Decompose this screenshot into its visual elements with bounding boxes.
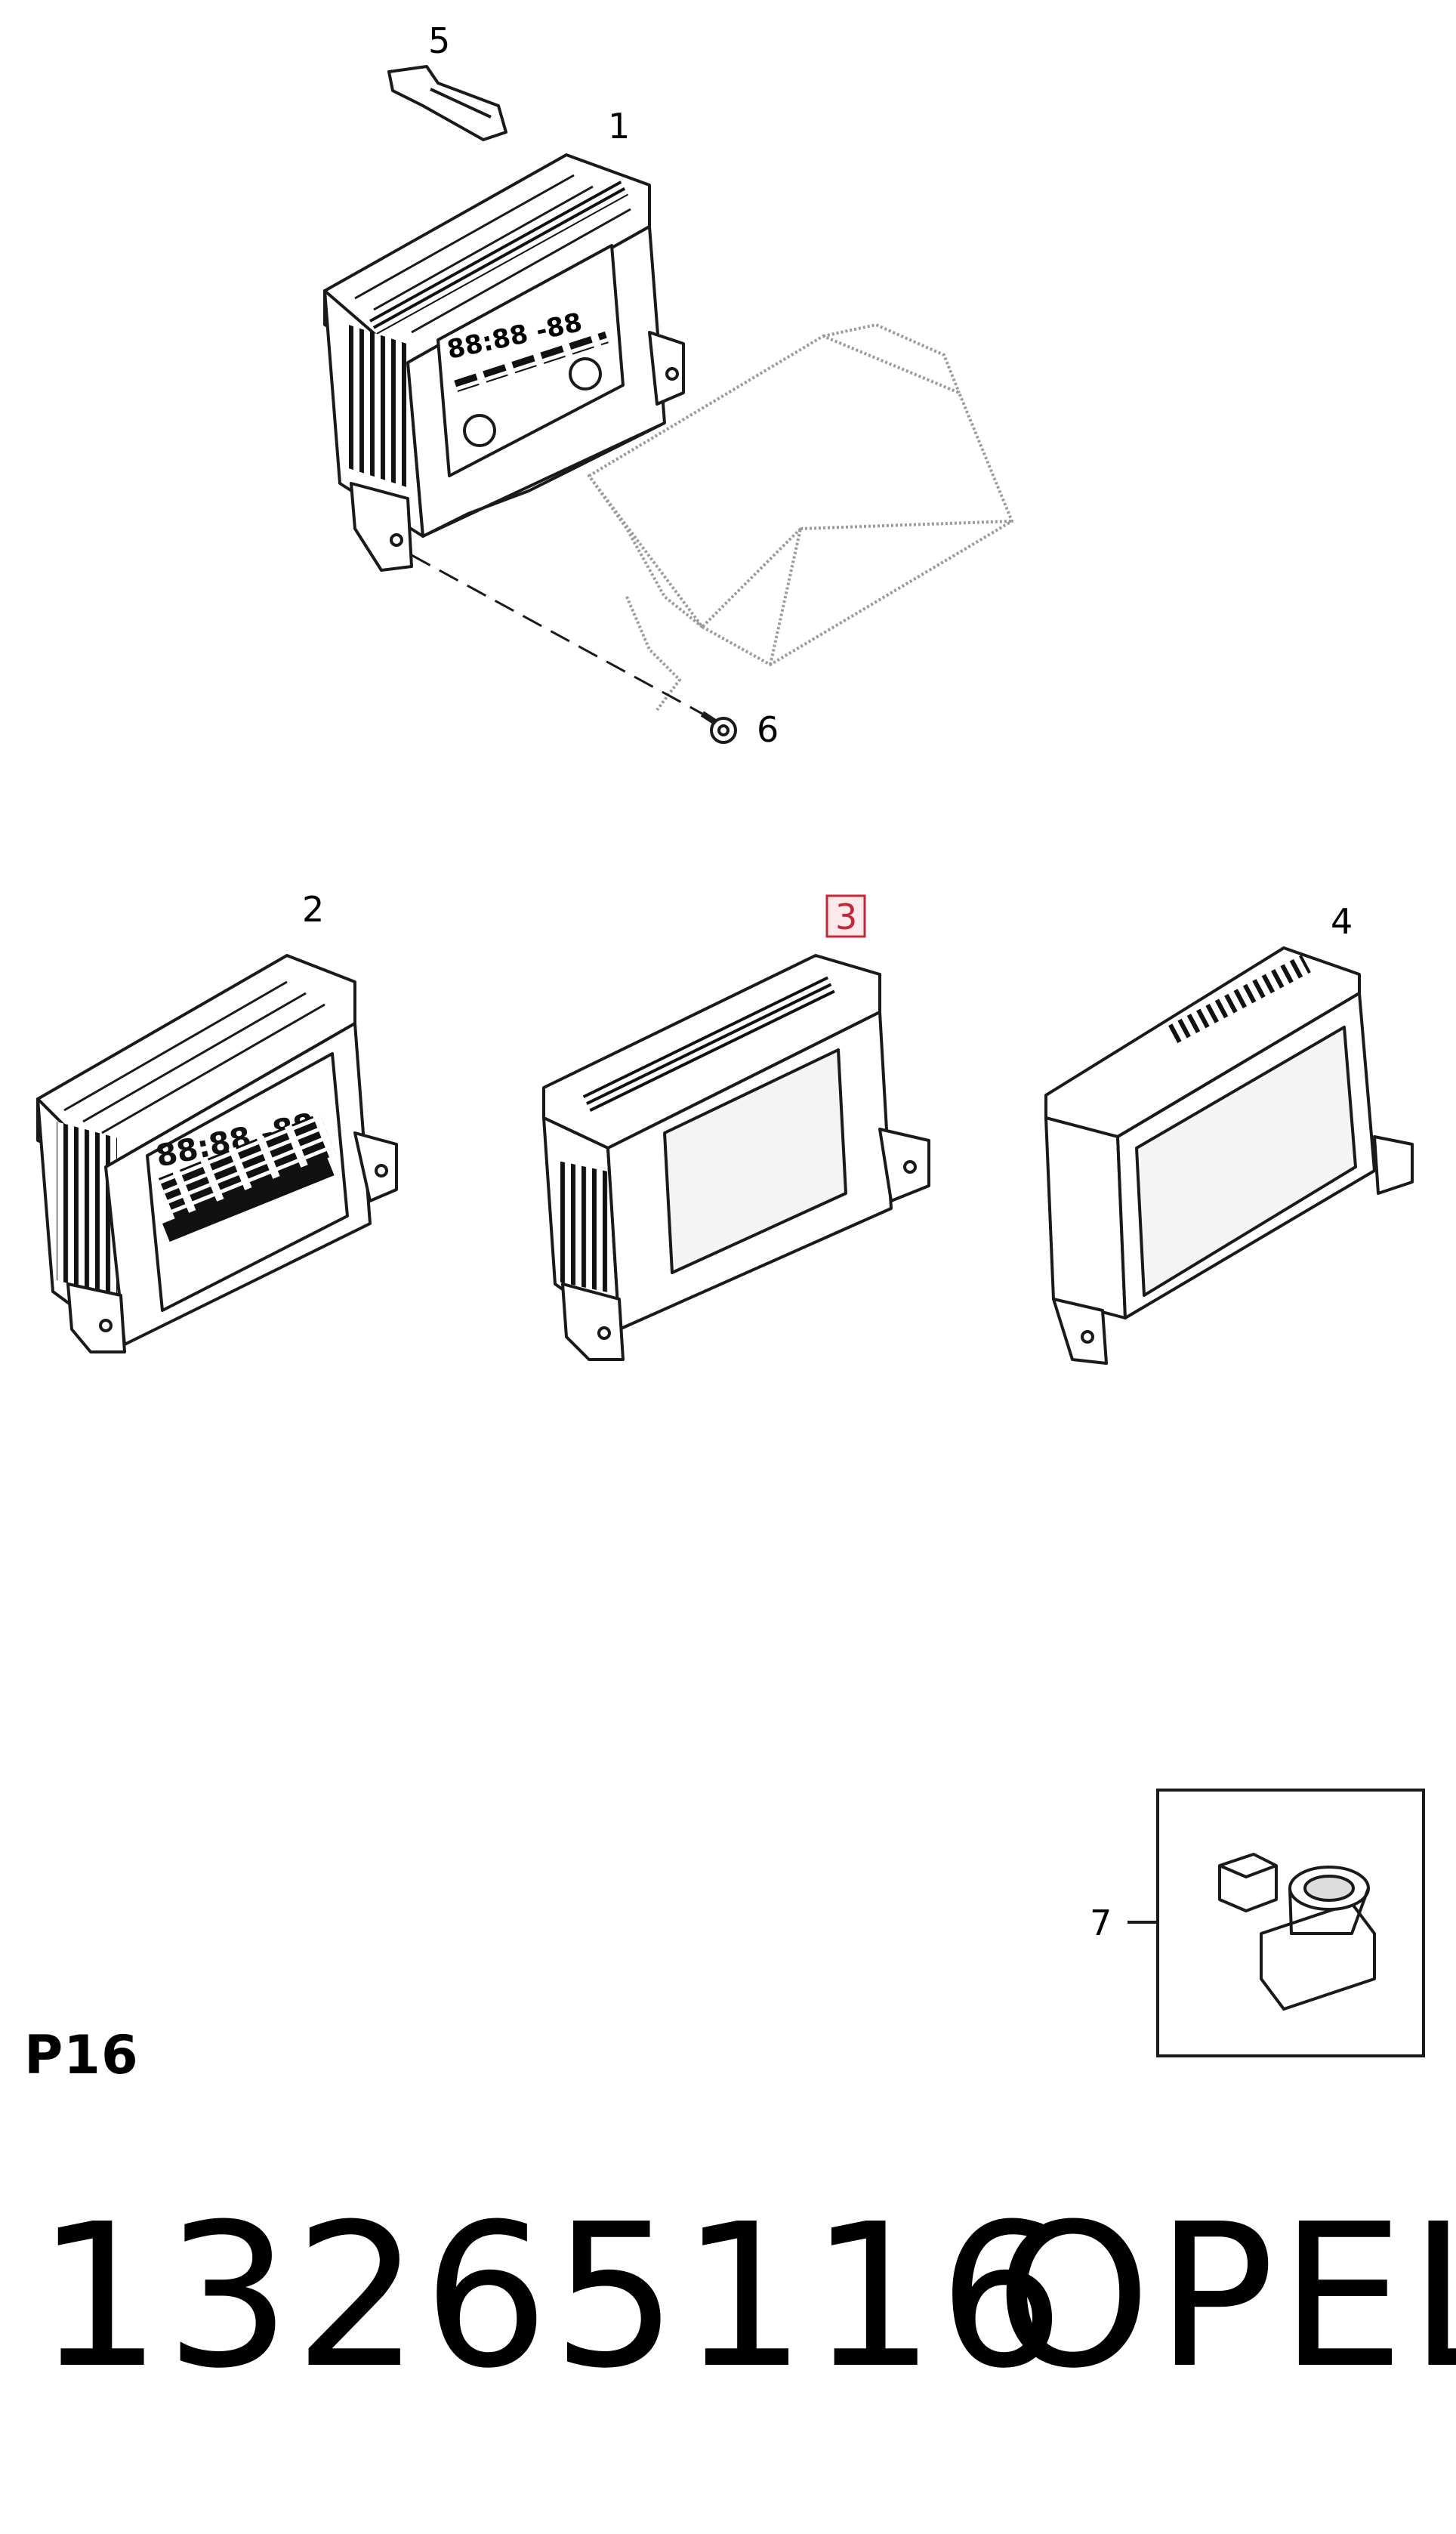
- callout-3[interactable]: 3: [835, 897, 857, 937]
- callout-1[interactable]: 1: [608, 106, 630, 147]
- callout-6[interactable]: 6: [757, 709, 779, 750]
- callout-3-highlight-box: [825, 894, 866, 938]
- part-4-display-unit: [1044, 946, 1414, 1365]
- section-code: P16: [24, 2024, 139, 2086]
- part-3-display-unit: [542, 954, 930, 1361]
- leader-line-6: [411, 554, 703, 715]
- part-number: 13265116: [36, 2181, 1068, 2412]
- part-5-clip: [387, 65, 507, 141]
- part-7-connector: [1218, 1853, 1376, 2011]
- callout-4[interactable]: 4: [1331, 901, 1353, 942]
- callout-2[interactable]: 2: [302, 889, 324, 930]
- callout-7[interactable]: 7: [1090, 1903, 1112, 1943]
- part-2-display-unit: 88:88 -88: [36, 954, 398, 1353]
- brand-name: OPEL: [995, 2181, 1456, 2412]
- part-6-screw: [700, 711, 737, 744]
- callout-5[interactable]: 5: [428, 20, 450, 61]
- part-7-inset: [1127, 1789, 1425, 2057]
- part-1-display-unit: 88:88 -88: [323, 153, 685, 572]
